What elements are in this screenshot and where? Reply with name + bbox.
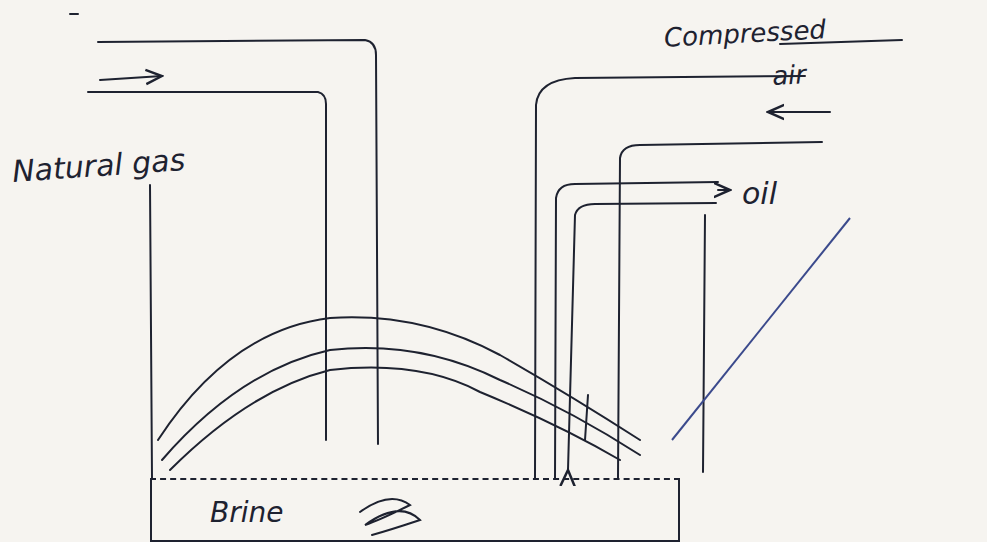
rock-stratum xyxy=(158,317,640,440)
flow-label: oil xyxy=(742,168,777,219)
rock-stratum xyxy=(170,368,620,470)
air-pipe-outer xyxy=(535,76,805,478)
flow-label: Compressed air xyxy=(663,8,807,104)
dash-mark xyxy=(70,13,78,15)
left-wall xyxy=(150,185,152,478)
blue-slope-line xyxy=(672,218,850,440)
oil-tube-outer xyxy=(555,182,718,478)
air-flow-arrow xyxy=(768,111,830,113)
scribble xyxy=(360,499,420,535)
right-wall xyxy=(703,215,705,472)
gas-pipe-outer xyxy=(98,40,378,444)
brine-layer: Brine xyxy=(150,478,680,542)
layer-label: Brine xyxy=(210,496,283,529)
gas-flow-arrow xyxy=(100,76,162,80)
tube-mark xyxy=(585,395,588,440)
oil-tube-inner xyxy=(568,203,716,470)
flow-label: Natural gas xyxy=(10,134,186,197)
air-pipe-inner xyxy=(618,142,822,478)
oil-flow-arrow xyxy=(718,189,730,191)
